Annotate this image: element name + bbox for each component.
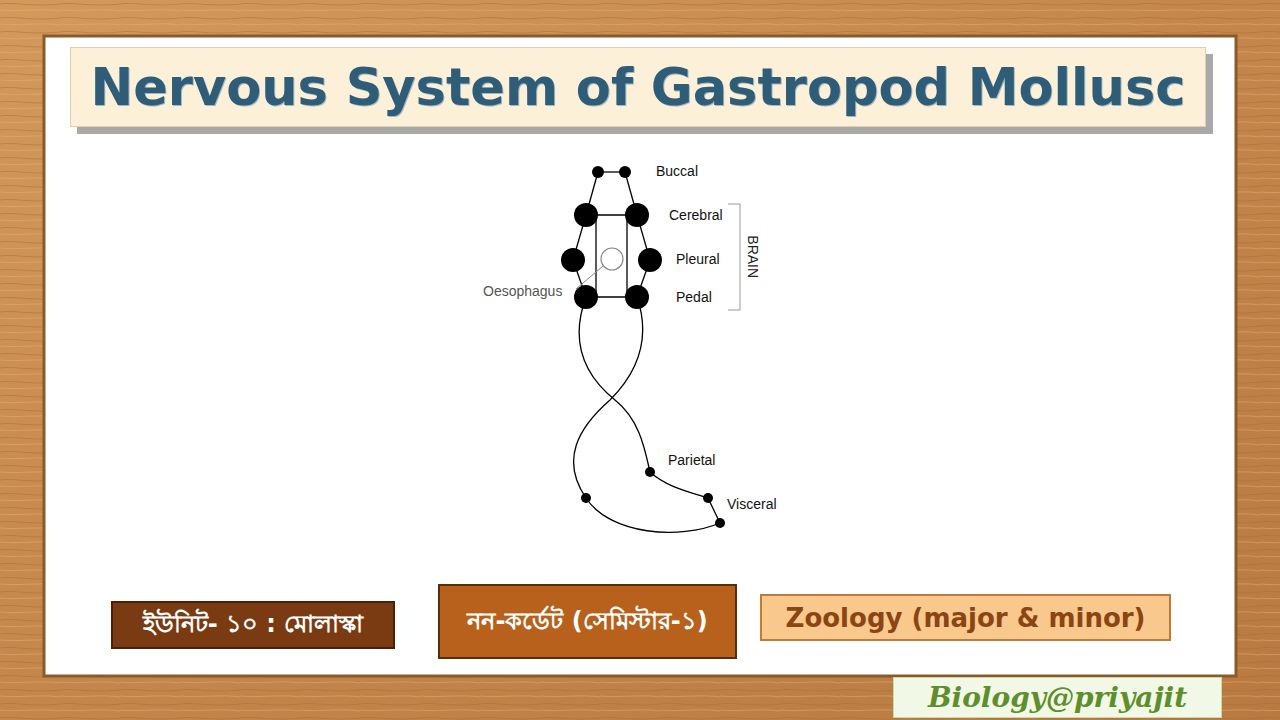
box-text: Zoology (major & minor) xyxy=(786,603,1146,633)
ganglion-label: Visceral xyxy=(727,497,777,512)
ganglion-label: Cerebral xyxy=(669,208,723,223)
brain-bracket xyxy=(728,204,740,310)
title-banner: Nervous System of Gastropod Mollusc xyxy=(70,47,1206,127)
white-board xyxy=(44,36,1236,676)
structure-label: Oesophagus xyxy=(483,284,562,299)
ganglia xyxy=(561,166,725,528)
box-text: Biology@priyajit xyxy=(928,681,1187,714)
region-label: BRAIN xyxy=(744,236,759,279)
course-box: নন-কর্ডেট (সেমিস্টার-১) xyxy=(438,584,737,659)
ganglion-label: Pleural xyxy=(676,252,720,267)
subject-box: Zoology (major & minor) xyxy=(760,594,1171,641)
box-text: ইউনিট- ১০ : মোলাস্কা xyxy=(143,605,364,645)
box-text: নন-কর্ডেট (সেমিস্টার-১) xyxy=(467,602,707,642)
ganglion-label: Buccal xyxy=(656,164,698,179)
watermark-box: Biology@priyajit xyxy=(893,677,1222,718)
ganglia-connectives xyxy=(573,172,720,532)
title-text: Nervous System of Gastropod Mollusc xyxy=(91,58,1186,117)
oesophagus-ring xyxy=(601,248,623,270)
ganglion-label: Pedal xyxy=(676,290,712,305)
ganglion-label: Parietal xyxy=(668,453,715,468)
unit-box: ইউনিট- ১০ : মোলাস্কা xyxy=(111,601,395,649)
